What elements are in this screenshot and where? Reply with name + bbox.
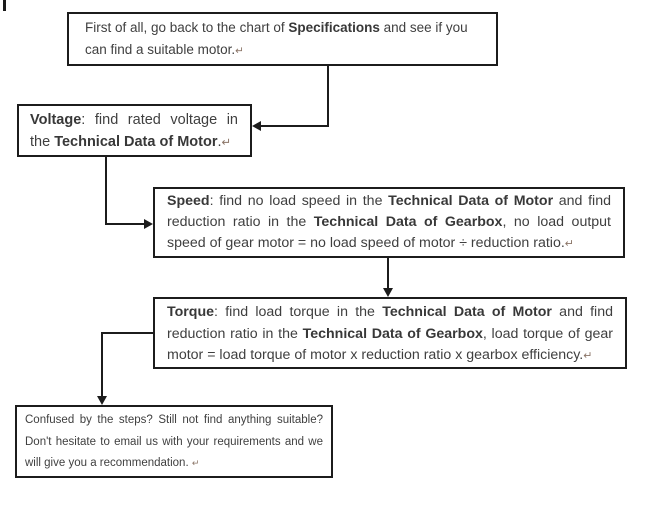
connector-start-voltage-hline [261,125,329,127]
flowchart-node-torque: Torque: find load torque in the Technica… [153,297,627,369]
connector-start-voltage-vline [327,66,329,127]
text-segment: Speed [167,193,210,209]
text-segment: Torque [167,304,215,320]
text-segment: . [217,134,222,150]
text-segment: Technical Data of Gearbox [313,214,503,230]
return-mark-icon: ↵ [235,45,244,57]
return-mark-icon: ↵ [221,137,231,149]
flowchart-node-speed: Speed: find no load speed in the Technic… [153,187,625,258]
flowchart-node-specifications: First of all, go back to the chart of Sp… [67,12,498,66]
flowchart-node-contact: Confused by the steps? Still not find an… [15,405,333,478]
arrowhead-left-icon [252,121,261,131]
return-mark-icon: ↵ [583,350,593,362]
connector-voltage-speed-hline [105,223,144,225]
connector-torque-contact-vline [101,332,103,396]
arrowhead-down-icon [97,396,107,405]
text-segment: and see if you can find a suitable motor… [85,20,468,57]
connector-voltage-speed-vline [105,157,107,225]
text-segment: Specifications [288,20,380,35]
text-segment: Confused by the steps? Still not find an… [25,414,323,469]
arrowhead-down-icon [383,288,393,297]
text-segment: and find reduction ratio in the [167,304,613,342]
connector-speed-torque-vline [387,258,389,288]
text-segment: Voltage [30,112,82,128]
connector-torque-contact-hline [101,332,153,334]
text-segment: Technical Data of Motor [54,134,218,150]
text-segment: Technical Data of Motor [382,304,552,320]
text-segment: Technical Data of Gearbox [302,325,483,342]
text-segment: : find rated voltage in the [30,112,238,150]
text-segment: : find no load speed in the [209,193,389,209]
text-segment: and find reduction ratio in the [167,193,611,230]
arrowhead-right-icon [144,219,153,229]
text-segment: Technical Data of Motor [388,193,554,209]
text-segment: : find load torque in the [214,304,383,320]
text-caret-artifact [3,0,6,11]
text-segment: , load torque of gear motor = load torqu… [167,325,613,364]
text-segment: First of all, go back to the chart of [85,20,289,35]
return-mark-icon: ↵ [564,238,575,250]
flowchart-node-voltage: Voltage: find rated voltage in the Techn… [17,104,252,157]
text-segment: , no load output speed of gear motor = n… [167,214,611,251]
return-mark-icon: ↵ [191,458,200,468]
